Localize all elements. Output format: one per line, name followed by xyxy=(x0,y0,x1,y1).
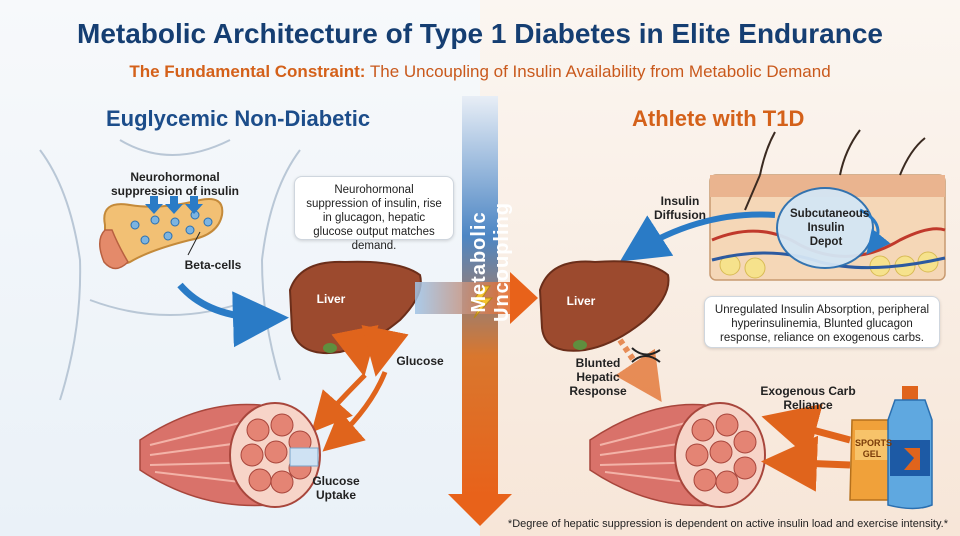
beta-cells-label: Beta-cells xyxy=(184,258,242,272)
blunted-arrows xyxy=(614,338,662,402)
left-liver-label: Liver xyxy=(316,292,346,306)
exogenous-carb-arrows xyxy=(761,403,851,492)
gel-pack-label: SPORTS GEL xyxy=(855,438,893,459)
glucose-arrows xyxy=(311,324,409,452)
uncoupling-axis xyxy=(415,96,538,526)
right-info-box: Unregulated Insulin Absorption, peripher… xyxy=(704,296,940,348)
footnote: *Degree of hepatic suppression is depend… xyxy=(507,518,948,530)
pancreas-illustration xyxy=(99,198,224,270)
right-liver-label: Liver xyxy=(566,294,596,308)
sports-bottle xyxy=(887,386,933,510)
blunted-hepatic-label: Blunted Hepatic Response xyxy=(569,356,627,398)
exogenous-carb-label: Exogenous Carb Reliance xyxy=(760,384,856,412)
right-panel-header: Athlete with T1D xyxy=(632,106,805,131)
glucose-uptake-label: Glucose Uptake xyxy=(312,474,360,502)
left-panel-header: Euglycemic Non-Diabetic xyxy=(106,106,371,131)
glucose-label: Glucose xyxy=(396,354,444,368)
subtitle-rest: The Uncoupling of Insulin Availability f… xyxy=(365,62,831,81)
muscle-left xyxy=(139,402,321,508)
left-info-box: Neurohormonal suppression of insulin, ri… xyxy=(294,176,454,252)
subtitle-lead: The Fundamental Constraint: xyxy=(129,62,366,81)
suppression-arrows xyxy=(145,196,203,214)
metabolic-uncoupling-label: Metabolic Uncoupling xyxy=(468,202,513,322)
page-title: Metabolic Architecture of Type 1 Diabete… xyxy=(77,18,883,49)
page-subtitle: The Fundamental Constraint: The Uncoupli… xyxy=(0,62,960,82)
muscle-right xyxy=(589,402,766,508)
skin-cross-section xyxy=(709,129,946,281)
liver-right xyxy=(538,260,670,352)
subcutaneous-depot-label: Subcutaneous Insulin Depot xyxy=(790,208,870,248)
insulin-diffusion-label: Insulin Diffusion xyxy=(654,194,706,222)
neuro-suppression-label: Neurohormonal suppression of insulin xyxy=(110,170,239,198)
insulin-flow-arrow xyxy=(177,282,289,348)
insulin-diffusion-arrow xyxy=(619,211,776,262)
